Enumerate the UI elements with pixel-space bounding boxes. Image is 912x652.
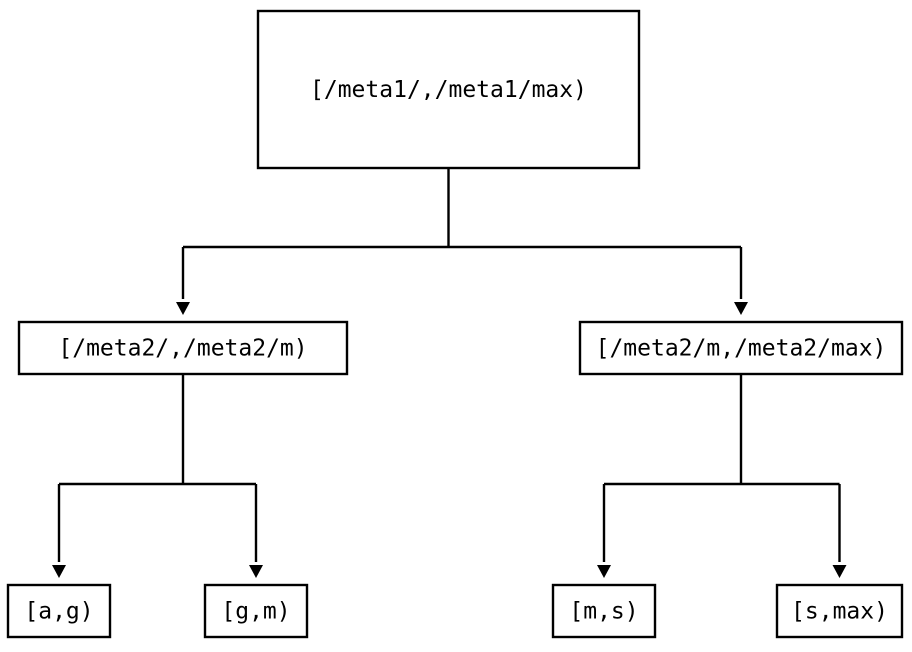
edges-layer xyxy=(52,168,847,578)
edge-arrowhead-icon xyxy=(176,302,190,315)
edge-arrowhead-icon xyxy=(249,565,263,578)
node-box xyxy=(6,583,112,639)
node-box xyxy=(578,320,904,376)
node-label: [/meta1/,/meta1/max) xyxy=(310,77,587,103)
node-label: [s,max) xyxy=(791,599,888,625)
tree-node-mid-left[interactable]: [/meta2/,/meta2/m) xyxy=(17,320,349,376)
node-label: [/meta2/,/meta2/m) xyxy=(58,336,307,362)
tree-node-leaf-a-g[interactable]: [a,g) xyxy=(6,583,112,639)
tree-node-root[interactable]: [/meta1/,/meta1/max) xyxy=(256,9,641,170)
node-label: [g,m) xyxy=(221,599,290,625)
node-box xyxy=(17,320,349,376)
node-label: [m,s) xyxy=(569,599,638,625)
edge-arrowhead-icon xyxy=(734,302,748,315)
tree-node-leaf-g-m[interactable]: [g,m) xyxy=(203,583,309,639)
nodes-layer: [/meta1/,/meta1/max) [/meta2/,/meta2/m) [/… xyxy=(6,9,904,639)
node-box xyxy=(256,9,641,170)
edge-group xyxy=(176,168,748,315)
node-label: [a,g) xyxy=(24,599,93,625)
edge-group xyxy=(52,374,263,578)
edge-arrowhead-icon xyxy=(832,565,847,578)
edge-arrowhead-icon xyxy=(52,565,66,578)
tree-node-leaf-s-max[interactable]: [s,max) xyxy=(775,583,904,639)
node-label: [/meta2/m,/meta2/max) xyxy=(596,336,887,362)
tree-node-leaf-m-s[interactable]: [m,s) xyxy=(551,583,657,639)
tree-node-mid-right[interactable]: [/meta2/m,/meta2/max) xyxy=(578,320,904,376)
edge-group xyxy=(597,374,847,578)
node-box xyxy=(775,583,904,639)
node-box xyxy=(551,583,657,639)
node-box xyxy=(203,583,309,639)
edge-arrowhead-icon xyxy=(597,565,611,578)
